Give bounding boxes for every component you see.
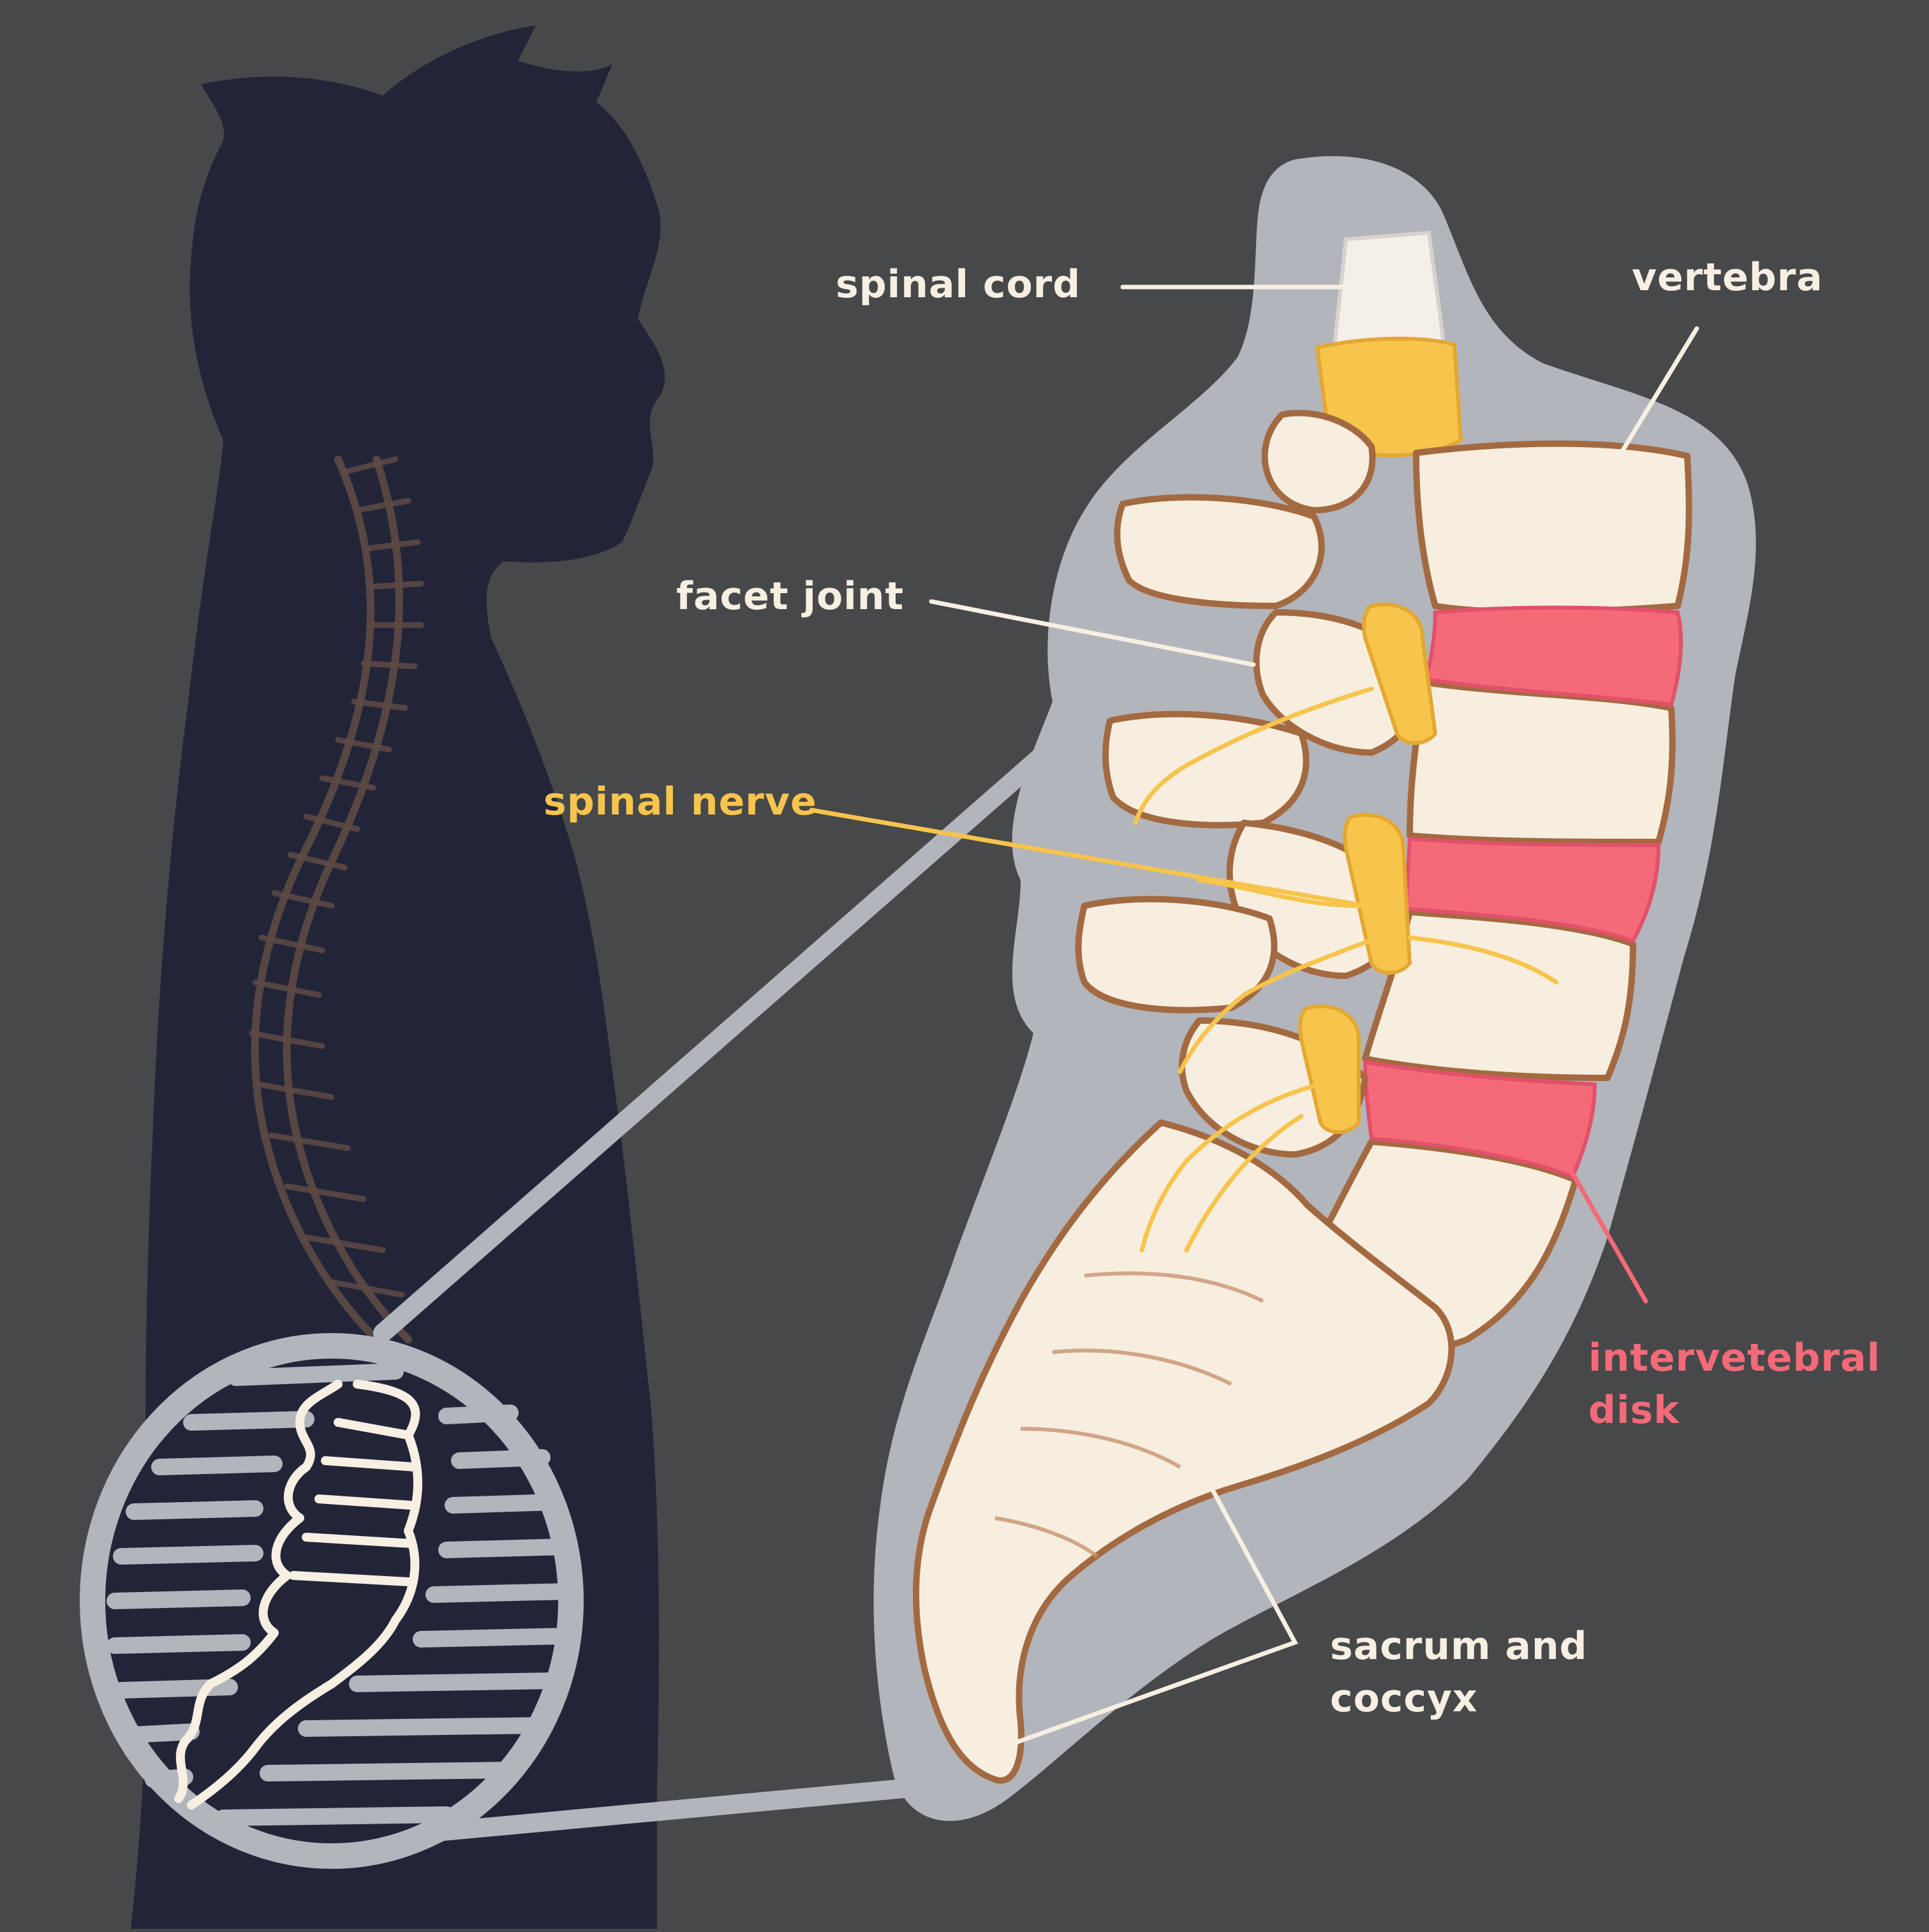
spinal-cord-label-text: spinal cord [836, 262, 1081, 307]
sacrum-coccyx-label: sacrum and coccyx [1330, 1620, 1588, 1725]
spinal-nerve-leader [809, 807, 1368, 908]
facet-joint-leader [929, 599, 1256, 667]
zoom-mini-spine [174, 1380, 422, 1810]
sacrum-leader [999, 1369, 1299, 1750]
intervertebral-disk-label-line1: intervetebral [1588, 1336, 1881, 1380]
sacrum-shading [994, 1271, 1264, 1558]
vertebra-label: vertebra [1632, 251, 1823, 304]
zoom-connector [373, 737, 1062, 1847]
sacrum-coccyx-label-line2: coccyx [1330, 1676, 1478, 1721]
silhouette-spine [251, 455, 412, 1343]
intervertebral-disk-label: intervetebral disk [1588, 1332, 1881, 1436]
disk-leader [1567, 1165, 1648, 1304]
silhouette-vertebrae [249, 456, 424, 1298]
spinal-nerve-label: spinal nerve [543, 776, 817, 828]
zoom-circle [80, 1333, 584, 1869]
spinal-nerve-label-text: spinal nerve [543, 779, 817, 824]
facet-joint-label-text: facet joint [676, 574, 905, 619]
zoom-hatching [107, 1363, 576, 1826]
sacrum-coccyx-label-line1: sacrum and [1330, 1624, 1588, 1669]
leader-lines [809, 284, 1699, 1750]
intervertebral-disk-label-line2: disk [1588, 1388, 1680, 1433]
spinal-nerves [1133, 602, 1559, 1253]
spinal-cord-label: spinal cord [836, 258, 1081, 311]
spine-illustration [913, 230, 1692, 1784]
vertebra-leader [1595, 326, 1699, 494]
sacrum-coccyx-shape [913, 1119, 1455, 1784]
vertebra-label-text: vertebra [1632, 255, 1823, 300]
intervertebral-disks [1363, 605, 1683, 1179]
facet-joint-label: facet joint [676, 570, 904, 623]
